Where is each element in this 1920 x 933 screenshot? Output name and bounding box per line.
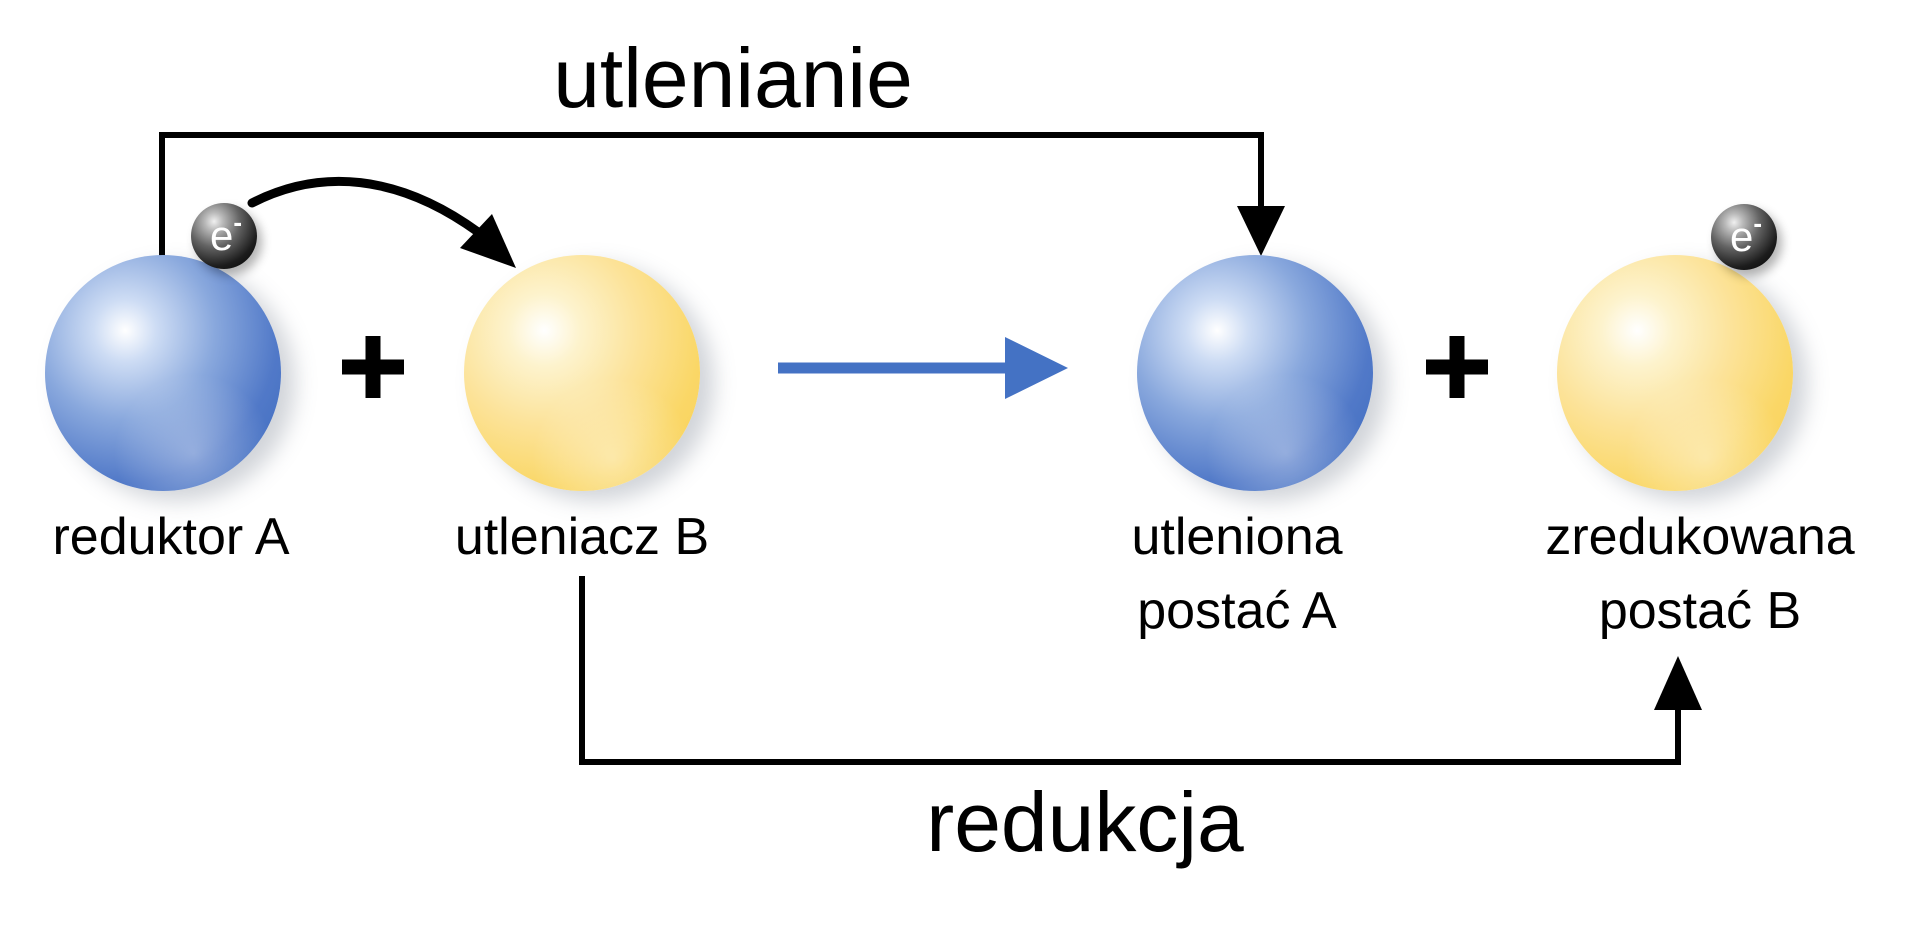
sphere-reduktor-a xyxy=(45,255,281,491)
label-utleniona-postac-a: utleniona postać A xyxy=(1131,500,1342,648)
label-line: utleniacz B xyxy=(454,508,710,566)
oxidation-arrowhead-icon xyxy=(1237,206,1285,256)
label-line: zredukowana xyxy=(1545,508,1855,566)
sphere-zredukowana-postac-b xyxy=(1557,255,1793,491)
label-zredukowana-postac-b: zredukowana postać B xyxy=(1545,500,1854,648)
label-line: utleniona xyxy=(1131,508,1343,566)
label-line: reduktor A xyxy=(52,508,290,566)
electron-symbol: e xyxy=(209,212,234,259)
electron-symbol: e xyxy=(1729,213,1754,260)
electron-transfer-arrowhead-icon xyxy=(460,214,516,268)
plus-icon-right xyxy=(1426,336,1488,398)
electron-charge: - xyxy=(1753,208,1763,238)
reduction-bracket-line xyxy=(579,576,1681,765)
plus-icon-left xyxy=(342,336,404,398)
label-line: postać A xyxy=(1137,582,1337,640)
reaction-arrow-head-icon xyxy=(1005,337,1068,399)
electron-charge: - xyxy=(233,207,243,237)
reduction-arrowhead-icon xyxy=(1654,656,1702,710)
label-reduktor-a: reduktor A xyxy=(52,500,289,574)
oxidation-bracket-line xyxy=(159,132,1264,272)
electron-icon-right: e - xyxy=(1711,204,1777,270)
reduction-label: redukcja xyxy=(926,775,1244,869)
sphere-utleniona-postac-a xyxy=(1137,255,1373,491)
oxidation-label: utlenianie xyxy=(553,31,913,125)
sphere-utleniacz-b xyxy=(464,255,700,491)
electron-transfer-arrow xyxy=(247,177,483,237)
electron-icon-left: e - xyxy=(191,203,257,269)
label-utleniacz-b: utleniacz B xyxy=(455,500,709,574)
label-line: postać B xyxy=(1598,582,1802,640)
